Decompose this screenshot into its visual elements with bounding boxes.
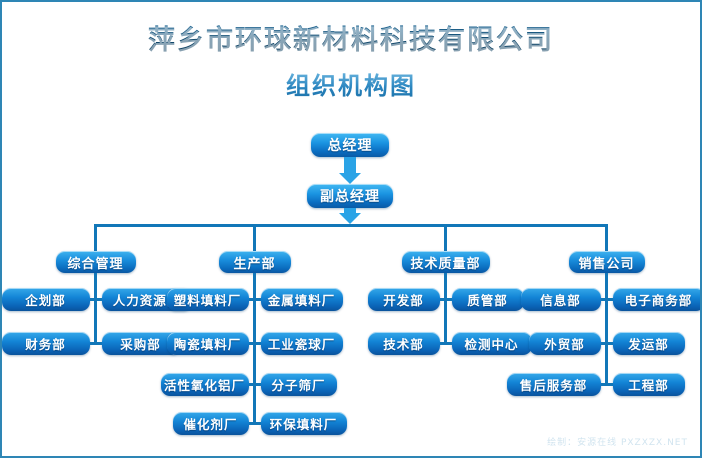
node-sales-r1-right[interactable]: 电子商务部 (612, 288, 700, 311)
node-admin-r1-left[interactable]: 企划部 (2, 288, 90, 311)
watermark-credit: 绘制：安源在线 PXZXZX.NET (547, 438, 688, 448)
node-sales-r3-left[interactable]: 售后服务部 (506, 373, 601, 396)
connector-stub-admin-r1-left (89, 298, 97, 301)
node-production-r3-right[interactable]: 分子筛厂 (260, 373, 337, 396)
connector-drop-production (253, 224, 256, 251)
connector-drop-technical (444, 224, 447, 251)
connector-drop-admin (94, 224, 97, 251)
connector-spine-sales (605, 273, 608, 385)
node-deputy-general-manager[interactable]: 副总经理 (307, 184, 393, 208)
connector-stub-production-r1-right (253, 298, 261, 301)
node-production-r2-left[interactable]: 陶瓷填料厂 (166, 332, 249, 355)
connector-stem-gm-dgm (344, 157, 356, 173)
node-head-admin[interactable]: 综合管理 (55, 251, 136, 273)
connector-stub-sales-r3-left (600, 383, 608, 386)
node-admin-r2-left[interactable]: 财务部 (2, 332, 90, 355)
node-head-production[interactable]: 生产部 (218, 251, 291, 273)
node-sales-r3-right[interactable]: 工程部 (612, 373, 685, 396)
connector-stub-production-r1-left (248, 298, 256, 301)
arrow-down-icon-gm-dgm (339, 173, 361, 184)
connector-stub-technical-r2-left (439, 342, 447, 345)
node-admin-r2-right[interactable]: 采购部 (101, 332, 180, 355)
connector-stub-production-r3-left (248, 383, 256, 386)
node-sales-r1-left[interactable]: 信息部 (520, 288, 601, 311)
connector-stub-sales-r3-right (605, 383, 613, 386)
node-production-r2-right[interactable]: 工业瓷球厂 (260, 332, 343, 355)
connector-stub-sales-r2-left (600, 342, 608, 345)
connector-spine-admin (94, 273, 97, 344)
node-production-r4-left[interactable]: 催化剂厂 (172, 412, 249, 435)
node-sales-r2-left[interactable]: 外贸部 (528, 332, 601, 355)
connector-stub-production-r2-left (248, 342, 256, 345)
connector-stub-production-r2-right (253, 342, 261, 345)
connector-drop-sales (605, 224, 608, 251)
connector-stub-admin-r2-right (94, 342, 102, 345)
connector-stub-sales-r1-left (600, 298, 608, 301)
connector-stub-technical-r1-left (439, 298, 447, 301)
chart-subtitle: 组织机构图 (2, 66, 700, 101)
connector-stub-technical-r2-right (444, 342, 452, 345)
connector-stub-sales-r1-right (605, 298, 613, 301)
node-technical-r2-left[interactable]: 技术部 (367, 332, 440, 355)
node-production-r1-right[interactable]: 金属填料厂 (260, 288, 343, 311)
node-head-sales[interactable]: 销售公司 (568, 251, 645, 273)
connector-stub-production-r4-left (248, 422, 256, 425)
page-title: 萍乡市环球新材料科技有限公司 (2, 18, 700, 57)
connector-stub-sales-r2-right (605, 342, 613, 345)
node-head-technical[interactable]: 技术质量部 (401, 251, 490, 273)
connector-bus-horizontal (94, 224, 608, 227)
node-production-r1-left[interactable]: 塑料填料厂 (166, 288, 249, 311)
node-general-manager[interactable]: 总经理 (311, 133, 389, 157)
connector-stub-production-r3-right (253, 383, 261, 386)
arrow-down-icon-dgm-bus (339, 213, 361, 224)
node-production-r4-right[interactable]: 环保填料厂 (260, 412, 347, 435)
connector-stem-dgm-bus (344, 208, 356, 213)
node-production-r3-left[interactable]: 活性氧化铝厂 (160, 373, 249, 396)
connector-spine-technical (444, 273, 447, 344)
connector-stub-admin-r1-right (94, 298, 102, 301)
node-technical-r1-right[interactable]: 质管部 (451, 288, 524, 311)
node-sales-r2-right[interactable]: 发运部 (612, 332, 685, 355)
connector-stub-technical-r1-right (444, 298, 452, 301)
node-technical-r1-left[interactable]: 开发部 (367, 288, 440, 311)
connector-stub-production-r4-right (253, 422, 261, 425)
connector-stub-admin-r2-left (89, 342, 97, 345)
node-technical-r2-right[interactable]: 检测中心 (451, 332, 532, 355)
connector-spine-production (253, 273, 256, 424)
